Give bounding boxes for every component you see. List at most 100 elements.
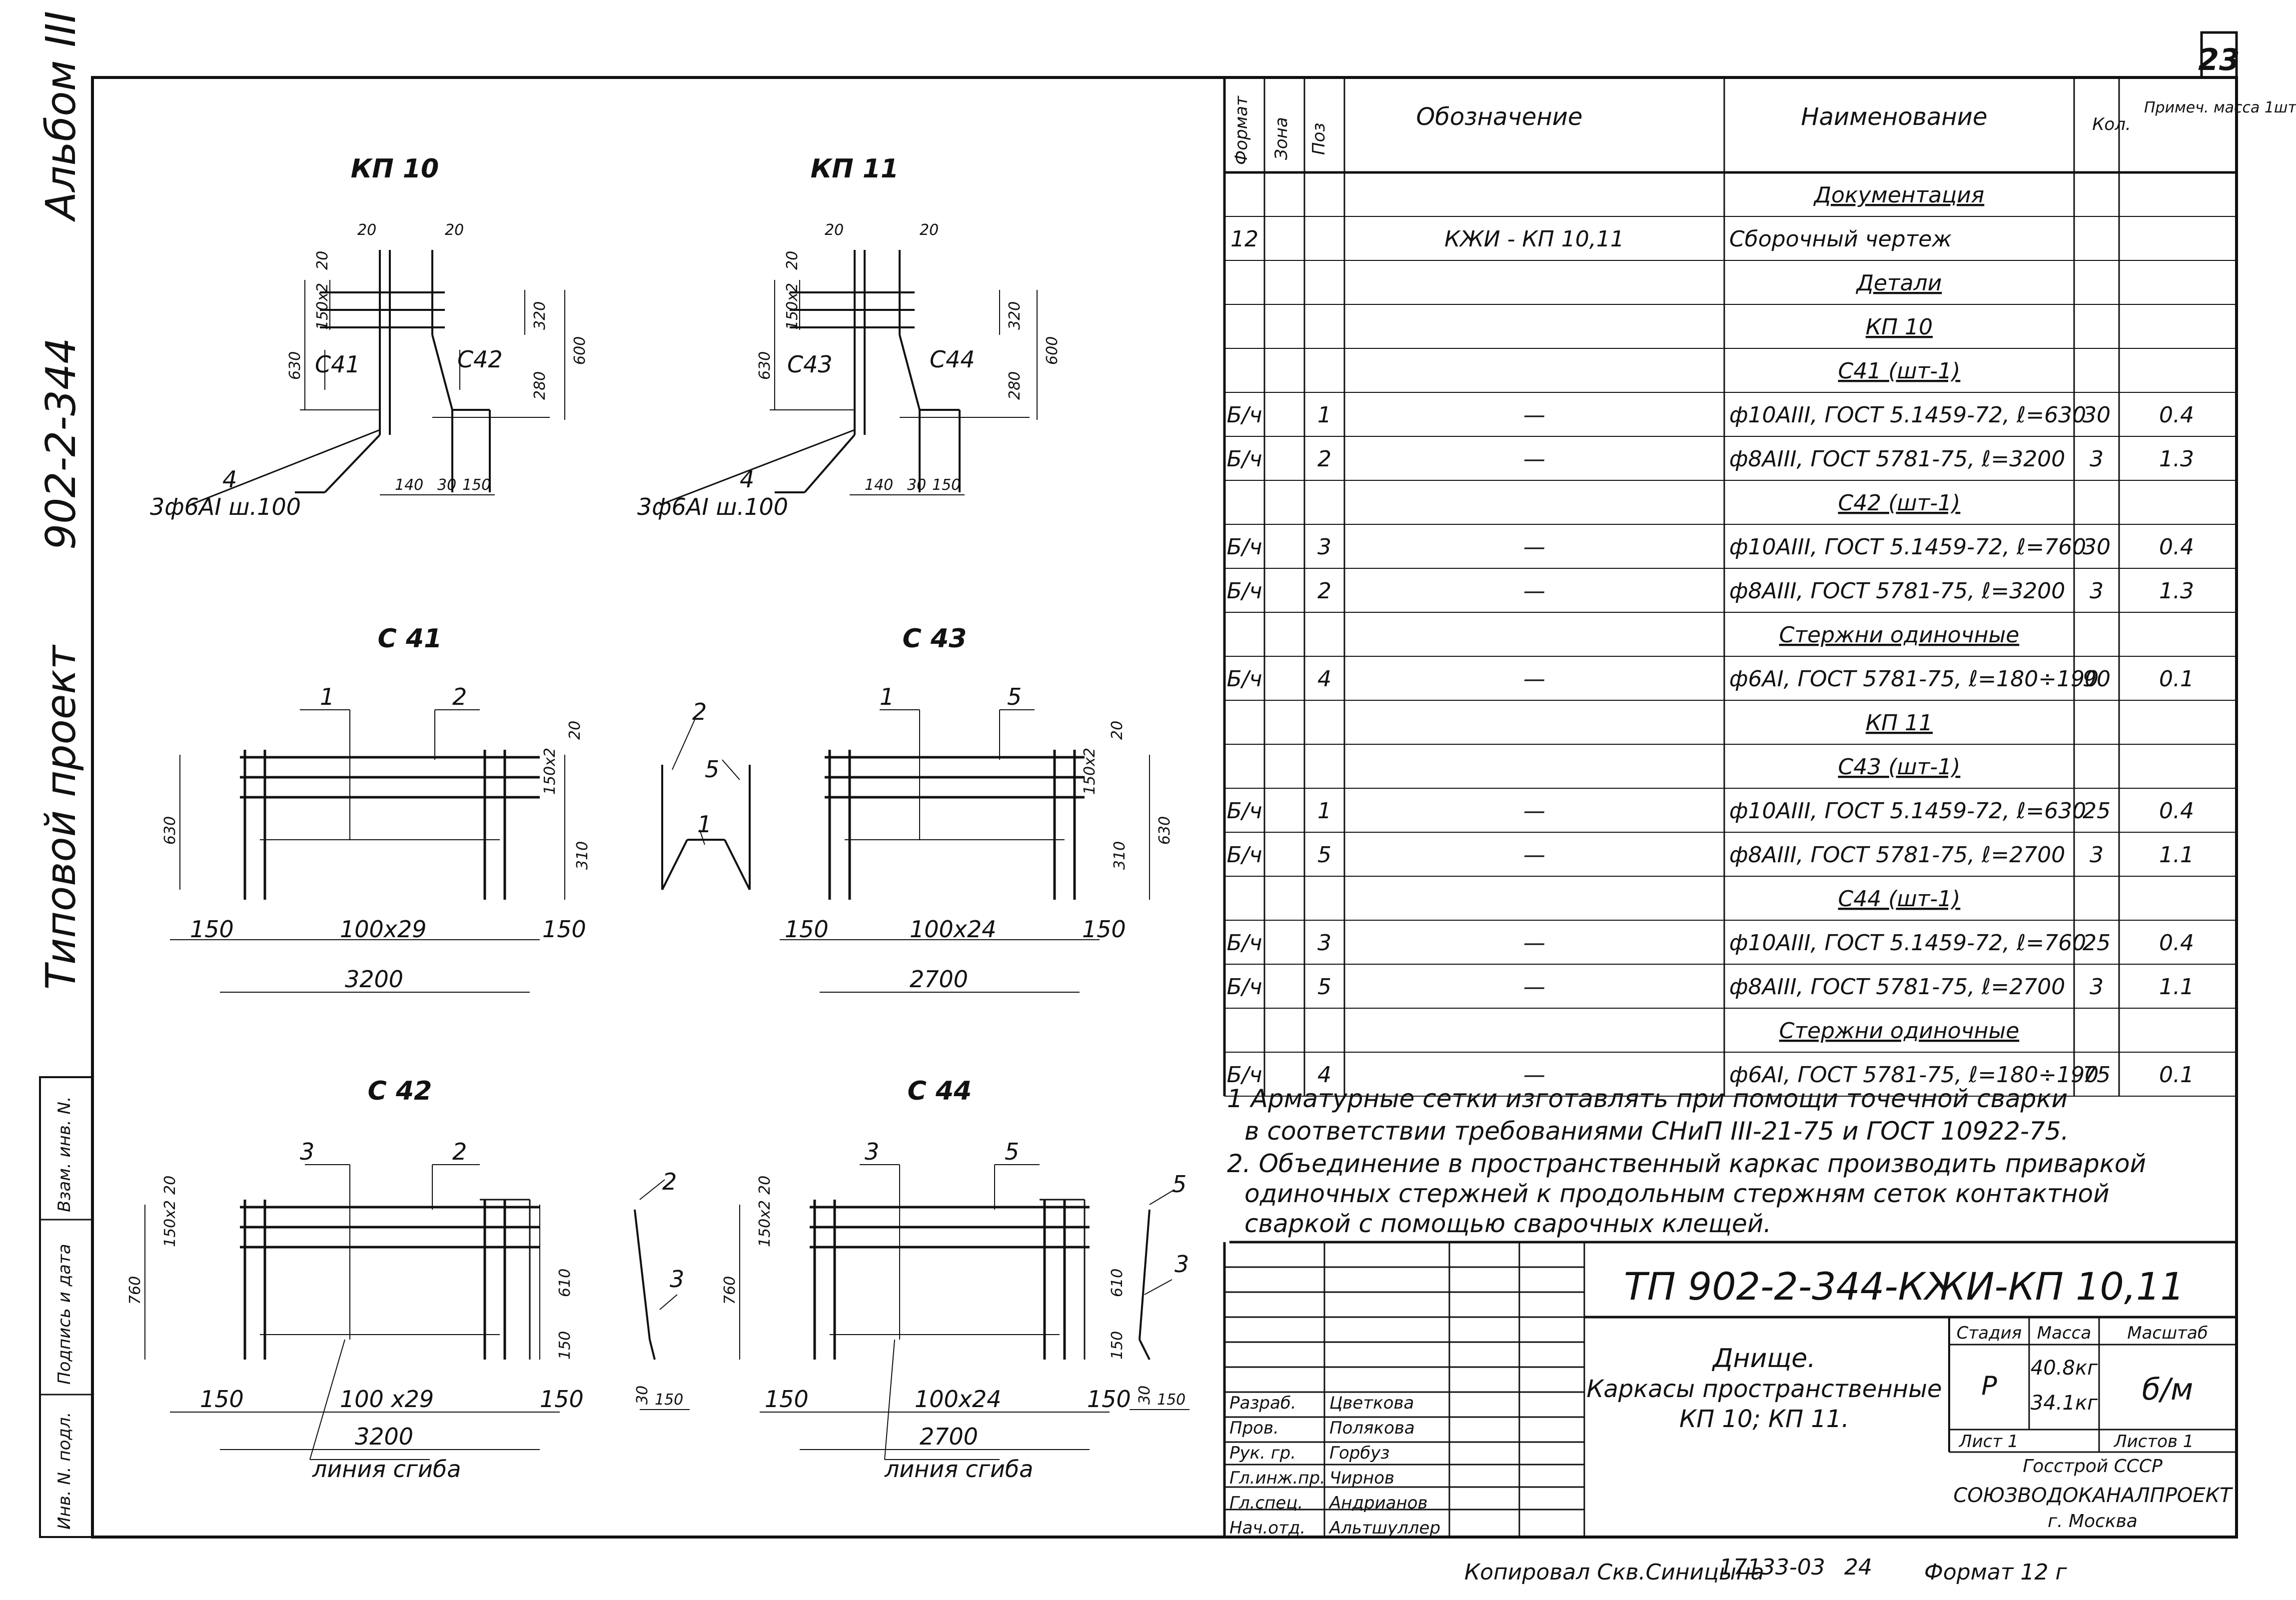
spec-name-cell: ф6АI, ГОСТ 5781-75, ℓ=180÷190 — [1729, 1062, 2099, 1088]
spec-pos-cell: 5 — [1317, 842, 1331, 868]
kp10-bar-note: 3ф6АI ш.100 — [150, 493, 301, 520]
signer-role: Гл.спец. — [1229, 1493, 1303, 1513]
spec-qty-cell: 90 — [2083, 666, 2111, 692]
note-2b: одиночных стержней к продольным стержням… — [1244, 1179, 2110, 1208]
kp11-dim-150: 150 — [932, 476, 961, 494]
note-1a: 1 Арматурные сетки изготавлять при помощ… — [1227, 1084, 2068, 1113]
kp11-dim-20c: 20 — [784, 251, 801, 270]
kp10-title: КП 10 — [351, 154, 439, 184]
c44-dim-760: 760 — [721, 1276, 739, 1305]
note-2c: сваркой с помощью сварочных клещей. — [1244, 1209, 1771, 1238]
c42-dim-20: 20 — [161, 1176, 179, 1195]
kp10-dim-20c: 20 — [314, 251, 331, 270]
title-name-1: Днище. — [1712, 1344, 1816, 1374]
spec-qty-cell: 3 — [2090, 974, 2104, 1000]
hdr-zone: Зона — [1271, 117, 1291, 160]
signer-name: Андрианов — [1328, 1493, 1428, 1513]
spec-note-cell: 0.4 — [2159, 798, 2194, 824]
c44-total: 2700 — [920, 1423, 978, 1450]
side1-pos-2: 2 — [692, 698, 707, 725]
kp10-view: КП 10 20 20 20 150x2 630 320 600 280 С41… — [150, 154, 589, 520]
c43-total: 2700 — [910, 966, 968, 993]
spec-name-cell: ф8АIII, ГОСТ 5781-75, ℓ=3200 — [1729, 446, 2065, 472]
c44-dim-610: 610 — [1109, 1269, 1126, 1297]
spec-format-cell: Б/ч — [1226, 930, 1262, 956]
signer-name: Чирнов — [1329, 1468, 1394, 1488]
spec-note-cell: 1.1 — [2159, 842, 2194, 868]
org-1: Госстрой СССР — [2023, 1456, 2163, 1477]
c41-pos-2: 2 — [452, 683, 467, 710]
hdr-pos: Поз — [1309, 123, 1329, 155]
kp10-dim-600: 600 — [571, 336, 589, 365]
c42-bend-line: линия сгиба — [312, 1456, 461, 1483]
spec-format-cell: 12 — [1230, 226, 1258, 252]
c43-dim-20: 20 — [1109, 721, 1126, 740]
kp11-bar-note: 3ф6АI ш.100 — [637, 493, 788, 520]
c43-view: С 43 1 5 20 150x2 310 630 150 150 100x24… — [780, 624, 1173, 993]
c43-title: С 43 — [903, 624, 967, 654]
side3-dim-150: 150 — [1157, 1391, 1185, 1409]
notes: 1 Арматурные сетки изготавлять при помощ… — [1227, 1084, 2146, 1238]
kp10-dim-140: 140 — [395, 476, 423, 494]
c41-dim-150l: 150 — [190, 916, 234, 943]
spec-pos-cell: 2 — [1317, 446, 1331, 472]
spec-note-cell: 0.4 — [2159, 534, 2194, 560]
side3-dim-30: 30 — [1136, 1386, 1153, 1405]
kp11-dim-600: 600 — [1044, 336, 1061, 365]
kp10-dim-320: 320 — [531, 301, 549, 330]
kp11-pos-4: 4 — [740, 466, 754, 493]
spec-format-cell: Б/ч — [1226, 534, 1262, 560]
spec-name-cell: Сборочный чертеж — [1729, 226, 1952, 252]
spec-designation-cell: — — [1523, 666, 1545, 692]
spec-name-cell: ф10АIII, ГОСТ 5.1459-72, ℓ=760 — [1729, 534, 2086, 560]
footer-format: Формат 12 г — [1924, 1560, 2067, 1585]
side3-pos-5: 5 — [1172, 1171, 1186, 1198]
hdr-note: Примеч. масса 1шт.кг — [2144, 99, 2296, 116]
c42-pos-3: 3 — [300, 1138, 314, 1165]
spec-qty-cell: 75 — [2083, 1062, 2111, 1088]
project-type: Типовой проект — [37, 644, 85, 990]
note-1b: в соответствии требованиями СНиП III-21-… — [1244, 1117, 2069, 1146]
spec-designation-cell: — — [1523, 842, 1545, 868]
spec-note-cell: 0.4 — [2159, 402, 2194, 428]
doc-code: ТП 902-2-344-КЖИ-КП 10,11 — [1624, 1264, 2184, 1309]
side-view-1: 2 5 1 — [661, 698, 751, 890]
c42-total: 3200 — [355, 1423, 413, 1450]
spec-designation-cell: — — [1523, 930, 1545, 956]
c41-dim-150r: 150 — [542, 916, 586, 943]
kp11-view: КП 11 20 20 20 150x2 630 320 600 280 С43… — [637, 154, 1061, 520]
spec-format-cell: Б/ч — [1226, 974, 1262, 1000]
c44-dim-150x2: 150x2 — [756, 1200, 774, 1247]
c43-dim-310: 310 — [1111, 841, 1129, 870]
side2-pos-2: 2 — [662, 1168, 677, 1195]
c41-dim-630: 630 — [161, 816, 179, 845]
spec-header: Формат Зона Поз Обозначение Наименование… — [1231, 95, 2296, 165]
spec-format-cell: Б/ч — [1226, 798, 1262, 824]
stamp-inv-label: Инв. N. подл. — [54, 1412, 74, 1530]
kp11-label-c43: С43 — [787, 351, 833, 378]
spec-note-cell: 1.3 — [2159, 446, 2194, 472]
spec-designation-cell: — — [1523, 798, 1545, 824]
scale-value: б/м — [2142, 1372, 2193, 1407]
spec-name-cell: ф6АI, ГОСТ 5781-75, ℓ=180÷190 — [1729, 666, 2099, 692]
mass-value-2: 34.1кг — [2031, 1392, 2098, 1415]
spec-name-cell: ф8АIII, ГОСТ 5781-75, ℓ=2700 — [1729, 974, 2065, 1000]
spec-section-heading: КП 10 — [1866, 314, 1933, 340]
side2-dim-150: 150 — [655, 1391, 683, 1409]
c44-dim-150l: 150 — [765, 1386, 809, 1413]
signer-role: Рук. гр. — [1229, 1443, 1296, 1463]
side2-pos-3: 3 — [670, 1266, 684, 1293]
spec-note-cell: 1.3 — [2159, 578, 2194, 604]
kp10-dim-630: 630 — [286, 351, 304, 380]
c41-dim-20: 20 — [566, 721, 584, 740]
org-3: г. Москва — [2048, 1511, 2138, 1532]
spec-section-heading: Стержни одиночные — [1779, 1018, 2020, 1044]
scale-header: Масштаб — [2127, 1323, 2208, 1343]
kp11-label-c44: С44 — [930, 346, 975, 373]
signer-role: Гл.инж.пр. — [1229, 1468, 1325, 1488]
spec-pos-cell: 2 — [1317, 578, 1331, 604]
signer-name: Цветкова — [1329, 1393, 1414, 1413]
